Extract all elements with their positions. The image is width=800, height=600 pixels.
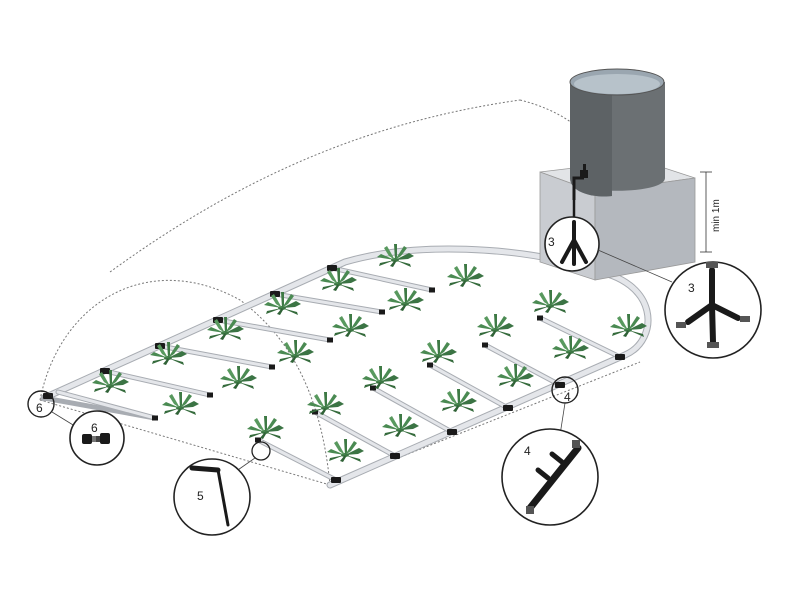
fern-plant-icon [382, 414, 419, 437]
fern-plant-icon [307, 392, 344, 415]
callout-label-3-tank: 3 [548, 235, 555, 249]
fern-plant-icon [332, 314, 369, 337]
detail-circle-5 [173, 458, 251, 536]
callout-circle-5-pipe [251, 441, 271, 461]
fern-plant-icon [447, 264, 484, 287]
height-dimension [700, 171, 712, 253]
callout-label-6-pipe: 6 [36, 401, 43, 415]
fern-plant-icon [440, 389, 477, 412]
detail-circle-3 [664, 261, 762, 359]
fern-plant-icon [420, 340, 457, 363]
detail-label-3: 3 [688, 281, 695, 295]
fern-plant-icon [247, 416, 284, 439]
fern-plant-icon [387, 288, 424, 311]
height-note: min 1m [711, 199, 722, 232]
detail-label-6: 6 [91, 421, 98, 435]
end-cap-icon [82, 433, 110, 444]
detail-label-5: 5 [197, 489, 204, 503]
callout-circle-3-tank [544, 216, 600, 272]
fern-plant-icon [532, 290, 569, 313]
callout-label-4-pipe: 4 [564, 390, 571, 404]
fern-plant-icon [610, 314, 647, 337]
fern-plant-icon [362, 366, 399, 389]
lateral-lines-left [41, 265, 435, 421]
callout-circle-6-pipe [27, 390, 55, 418]
fern-plant-icon [277, 340, 314, 363]
lateral-lines-right [255, 315, 623, 483]
fern-plant-icon [477, 314, 514, 337]
leader-3 [597, 249, 673, 283]
detail-circle-6 [69, 410, 125, 466]
fern-plant-icon [220, 366, 257, 389]
fern-plant-icon [327, 439, 364, 462]
detail-label-4: 4 [524, 444, 531, 458]
drip-emitter-icon [189, 465, 230, 527]
fern-plant-icon [162, 392, 199, 415]
water-tank [569, 68, 665, 197]
detail-circle-4 [501, 428, 599, 526]
